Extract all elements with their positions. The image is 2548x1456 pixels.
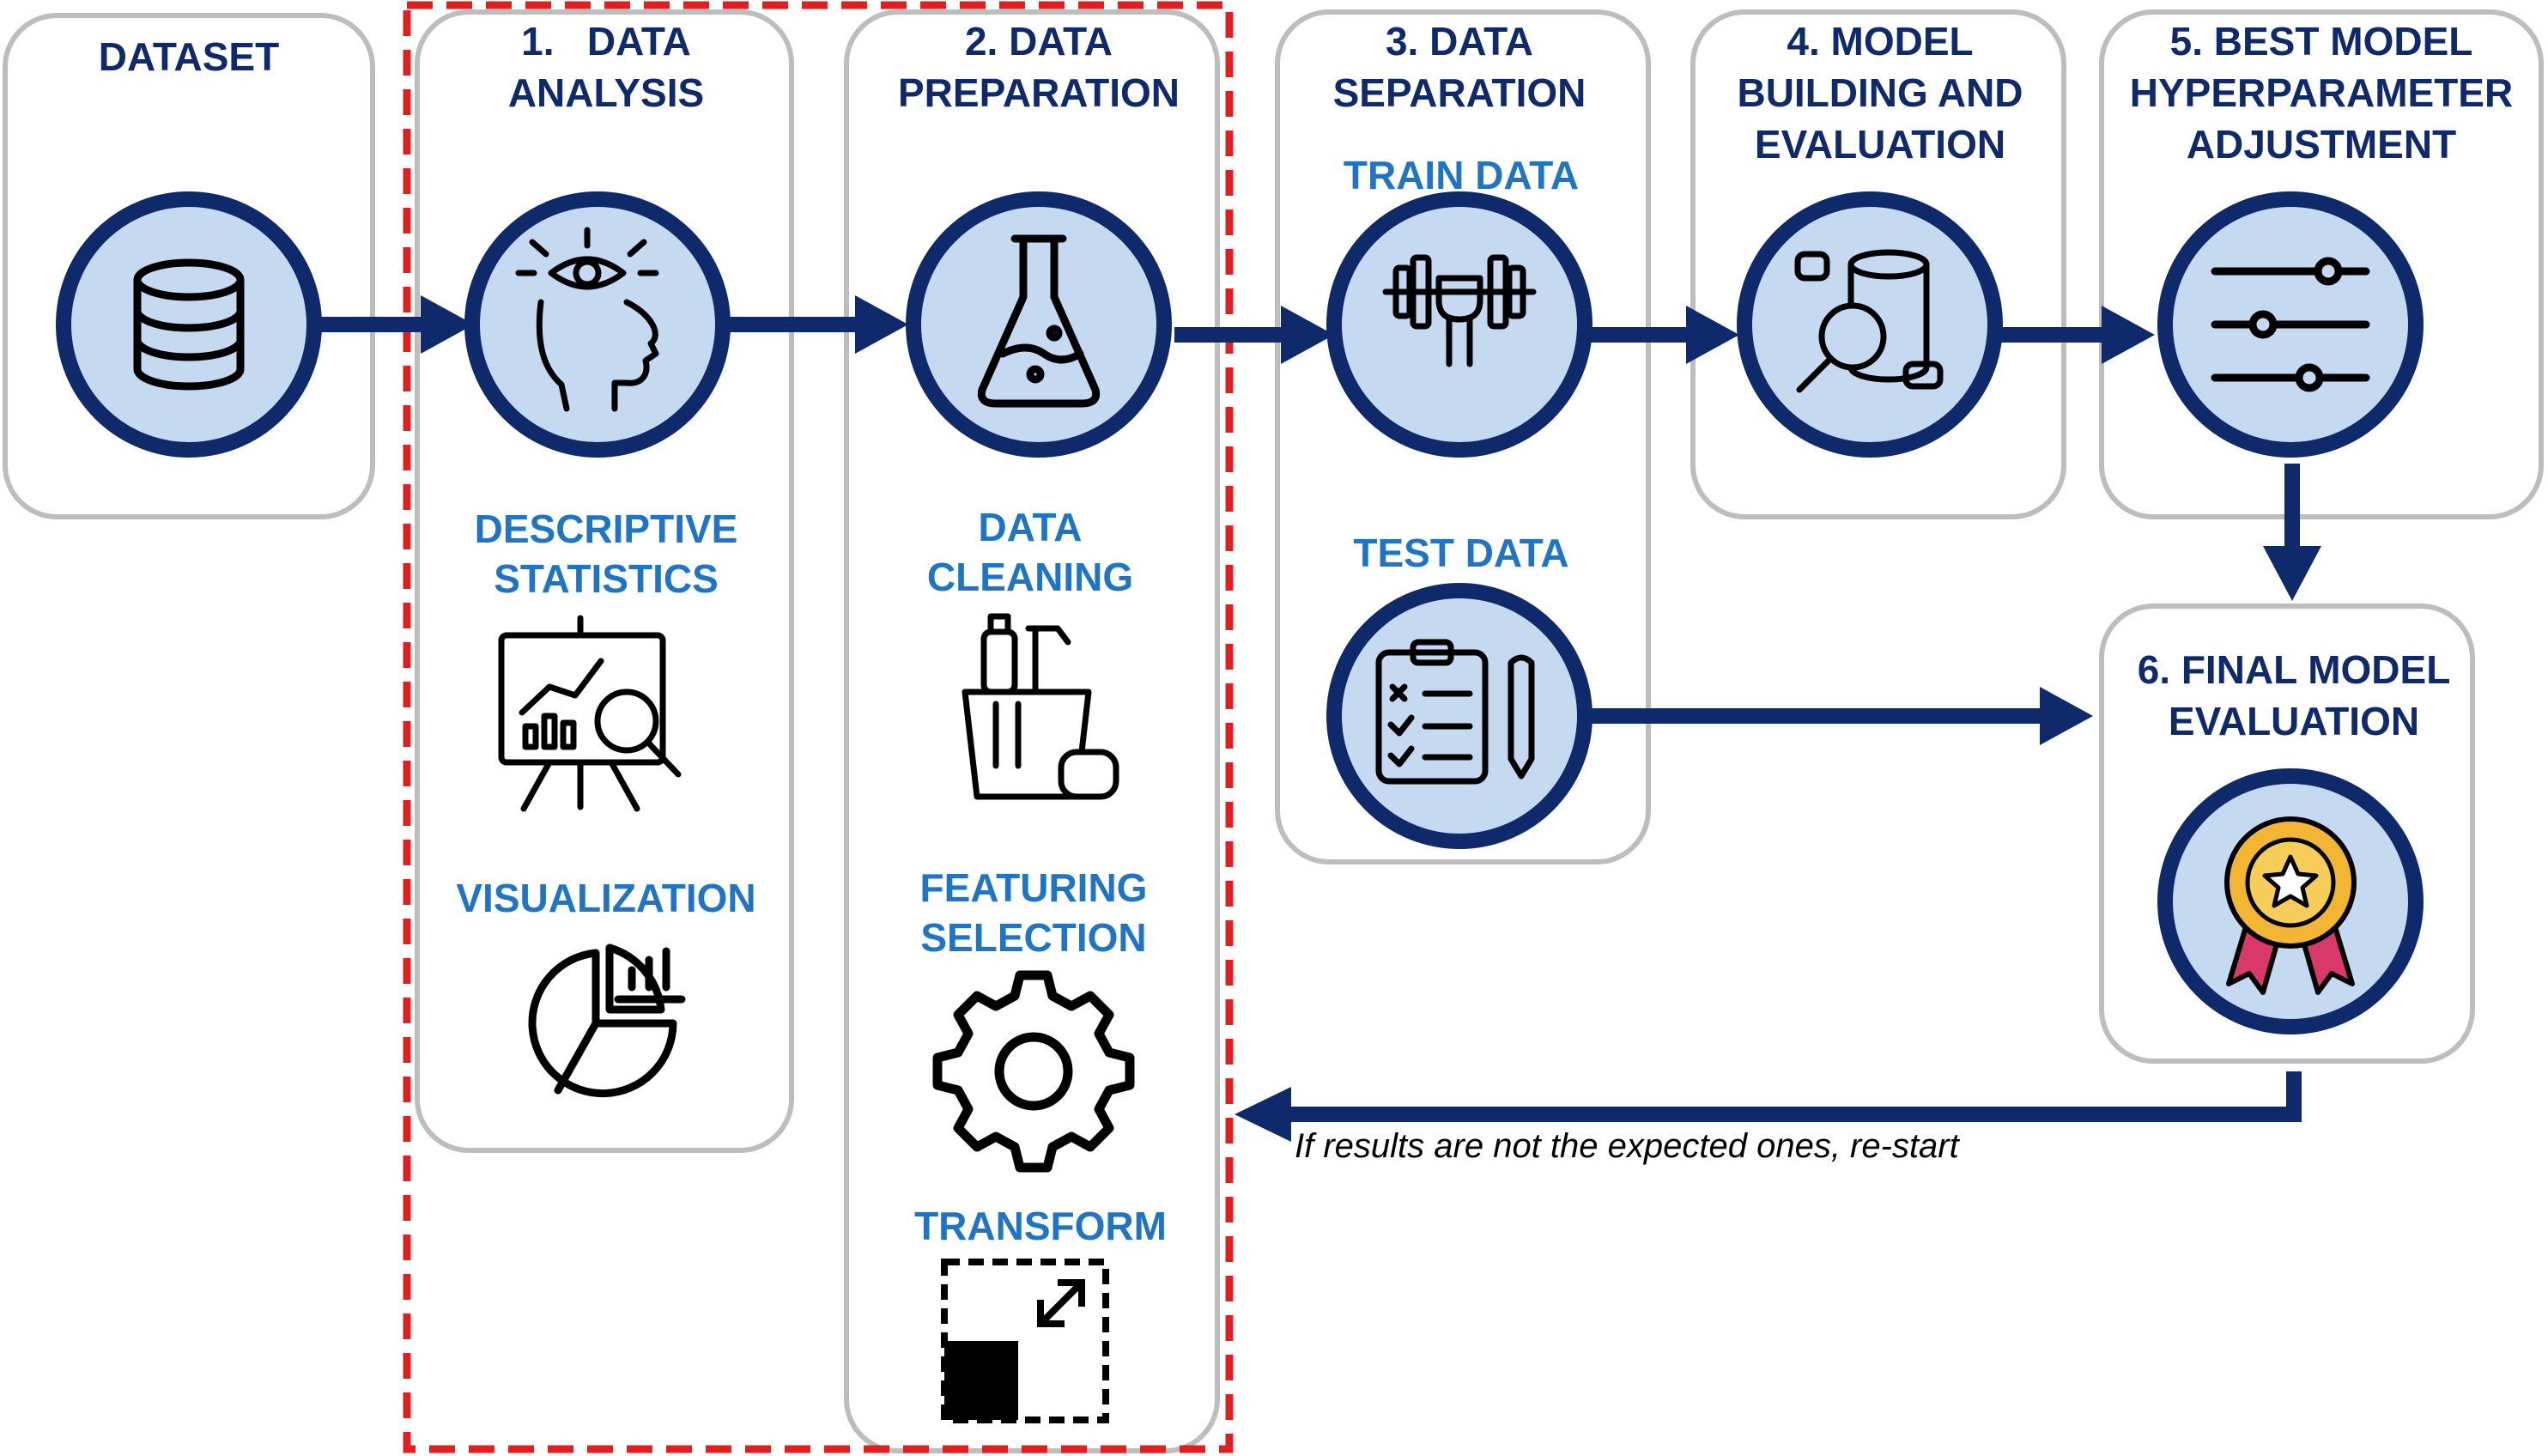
train-circle xyxy=(1326,191,1592,458)
dumbbell-icon xyxy=(1382,254,1537,367)
descriptive-label-line1: DESCRIPTIVE xyxy=(475,507,738,551)
test-circle xyxy=(1326,583,1592,849)
analysis-title-line2: ANALYSIS xyxy=(508,70,704,115)
separation-title-line1: 3. DATA xyxy=(1386,19,1533,64)
cleaning-label-line2: CLEANING xyxy=(927,555,1133,599)
highlight-dashed-frame xyxy=(403,1,1234,1453)
visualization-label: VISUALIZATION xyxy=(456,876,755,920)
building-title-line3: EVALUATION xyxy=(1755,122,2005,167)
cleaning-bucket-icon xyxy=(962,613,1119,800)
analysis-title-line1: 1. DATA xyxy=(521,19,691,64)
eye-head-icon xyxy=(515,227,659,412)
sliders-icon xyxy=(2211,257,2370,392)
resize-icon xyxy=(941,1259,1109,1423)
data-search-icon xyxy=(1794,249,1944,393)
database-icon xyxy=(133,258,245,391)
presentation-chart-icon xyxy=(498,615,682,812)
feature-selection-label-line2: SELECTION xyxy=(920,915,1146,960)
preparation-circle xyxy=(906,191,1172,458)
train-data-label: TRAIN DATA xyxy=(1344,153,1579,197)
flask-icon xyxy=(977,234,1101,408)
flow-arrows xyxy=(319,295,2321,1142)
hyperparameter-title-line3: ADJUSTMENT xyxy=(2187,122,2456,167)
dataset-title: DATASET xyxy=(99,34,279,79)
hyperparameter-title-line1: 5. BEST MODEL xyxy=(2170,19,2473,64)
restart-note: If results are not the expected ones, re… xyxy=(1295,1127,1961,1165)
arrow-restart-loop xyxy=(1288,1071,2302,1122)
pie-chart-icon xyxy=(528,943,686,1098)
descriptive-label-line2: STATISTICS xyxy=(494,556,719,601)
preparation-title-line1: 2. DATA xyxy=(965,19,1113,64)
gear-icon xyxy=(932,970,1135,1173)
separation-title-line2: SEPARATION xyxy=(1333,70,1586,115)
analysis-circle xyxy=(464,191,731,458)
building-title-line2: BUILDING AND xyxy=(1737,70,2023,115)
final-title-line1: 6. FINAL MODEL xyxy=(2138,647,2451,692)
preparation-title-line2: PREPARATION xyxy=(898,70,1180,115)
cleaning-label-line1: DATA xyxy=(979,505,1083,549)
building-title-line1: 4. MODEL xyxy=(1787,19,1973,64)
feature-selection-label-line1: FEATURING xyxy=(920,865,1148,910)
transform-label: TRANSFORM xyxy=(914,1204,1167,1248)
medal-icon xyxy=(2224,816,2357,995)
test-data-label: TEST DATA xyxy=(1353,531,1568,575)
final-title-line2: EVALUATION xyxy=(2169,699,2419,743)
hyperparameter-title-line2: HYPERPARAMETER xyxy=(2130,70,2513,115)
clipboard-checklist-icon xyxy=(1375,639,1535,785)
